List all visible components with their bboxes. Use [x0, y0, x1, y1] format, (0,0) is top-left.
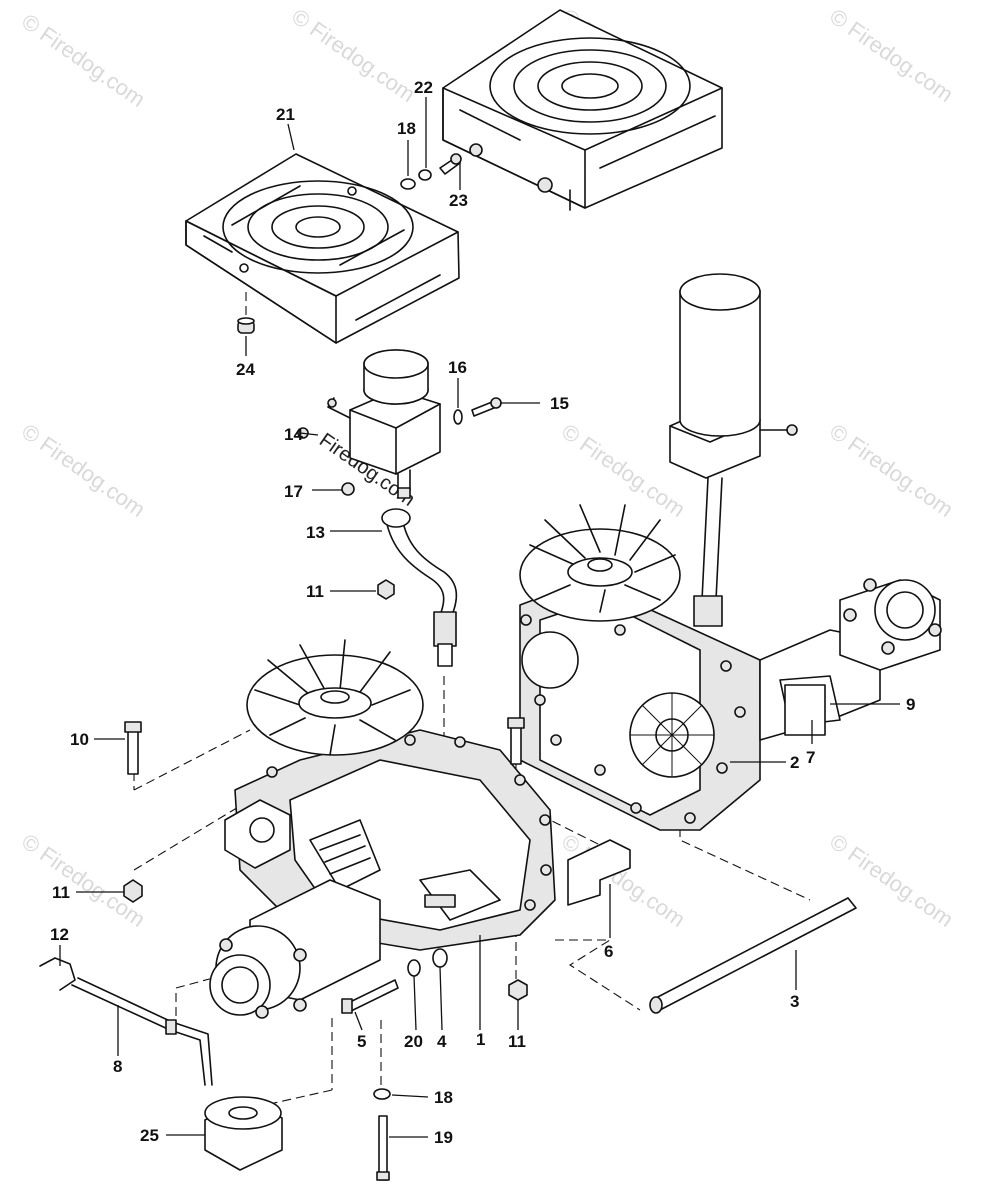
cooling-fan-right	[519, 504, 681, 622]
bolt-10	[124, 721, 142, 775]
callout-11-bottom: 11	[508, 1032, 526, 1051]
callout-22: 22	[414, 78, 433, 97]
nut-11-top	[377, 579, 395, 600]
hardware-top	[400, 153, 462, 190]
callout-17: 17	[284, 482, 303, 501]
callout-15: 15	[550, 394, 569, 413]
callout-11-top: 11	[306, 582, 324, 601]
callout-8: 8	[113, 1057, 122, 1076]
watermark-text: © Firedog.com	[17, 9, 150, 112]
washer-4	[432, 948, 448, 968]
watermark-text: © Firedog.com	[825, 4, 958, 107]
callout-1: 1	[476, 1030, 485, 1049]
washer-20	[407, 959, 421, 977]
callout-25: 25	[140, 1126, 159, 1145]
callout-4: 4	[437, 1032, 447, 1051]
oil-reservoir-left	[327, 349, 441, 499]
callout-5: 5	[357, 1032, 366, 1051]
bolt-19	[376, 1115, 390, 1181]
cooling-fan-left	[246, 639, 424, 756]
hardware-reservoir	[297, 397, 502, 496]
leader-lines	[59, 97, 900, 1138]
bolt-mid	[507, 717, 525, 765]
callout-18-top: 18	[397, 119, 416, 138]
callout-18-bottom: 18	[434, 1088, 453, 1107]
callout-6: 6	[604, 942, 613, 961]
grille-cover-right	[442, 9, 723, 211]
callout-19: 19	[434, 1128, 453, 1147]
hose-13	[381, 508, 458, 667]
bolt-5	[341, 979, 399, 1014]
callout-labels: 21 18 22 23 24 16 15 14 17 13 11 10 11 1…	[50, 78, 915, 1147]
oil-filter-25	[204, 1096, 283, 1171]
callout-2: 2	[790, 753, 799, 772]
watermark-text: © Firedog.com	[17, 419, 150, 522]
washer-16	[453, 409, 463, 425]
bracket-6	[567, 839, 631, 906]
transmission-right	[519, 504, 942, 831]
callout-12: 12	[50, 925, 69, 944]
transmission-left	[209, 639, 556, 1019]
callout-14: 14	[284, 425, 303, 444]
watermark-text: © Firedog.com	[825, 419, 958, 522]
callout-9: 9	[906, 695, 915, 714]
callout-10: 10	[70, 730, 89, 749]
nut-17	[341, 482, 355, 496]
washer-22	[418, 169, 432, 181]
grommet-24	[237, 317, 255, 334]
callout-24: 24	[236, 360, 255, 379]
callout-23: 23	[449, 191, 468, 210]
watermark-text: © Firedog.com	[17, 829, 150, 932]
nut-11-left	[123, 879, 143, 903]
callout-21: 21	[276, 105, 295, 124]
callout-16: 16	[448, 358, 467, 377]
watermark-text: © Firedog.com	[287, 4, 420, 107]
grille-cover-left	[185, 153, 460, 344]
washer-18	[400, 178, 416, 190]
callout-20: 20	[404, 1032, 423, 1051]
rod-3	[649, 897, 857, 1014]
washer-18-bottom	[373, 1088, 391, 1100]
oil-reservoir-right	[669, 273, 798, 627]
nut-11-bottom	[508, 979, 528, 1001]
callout-7: 7	[806, 748, 815, 767]
watermark-text: © Firedog.com	[825, 829, 958, 932]
callout-3: 3	[790, 992, 799, 1011]
callout-13: 13	[306, 523, 325, 542]
linkage-8-12	[39, 957, 213, 1086]
callout-11-left: 11	[52, 883, 70, 902]
